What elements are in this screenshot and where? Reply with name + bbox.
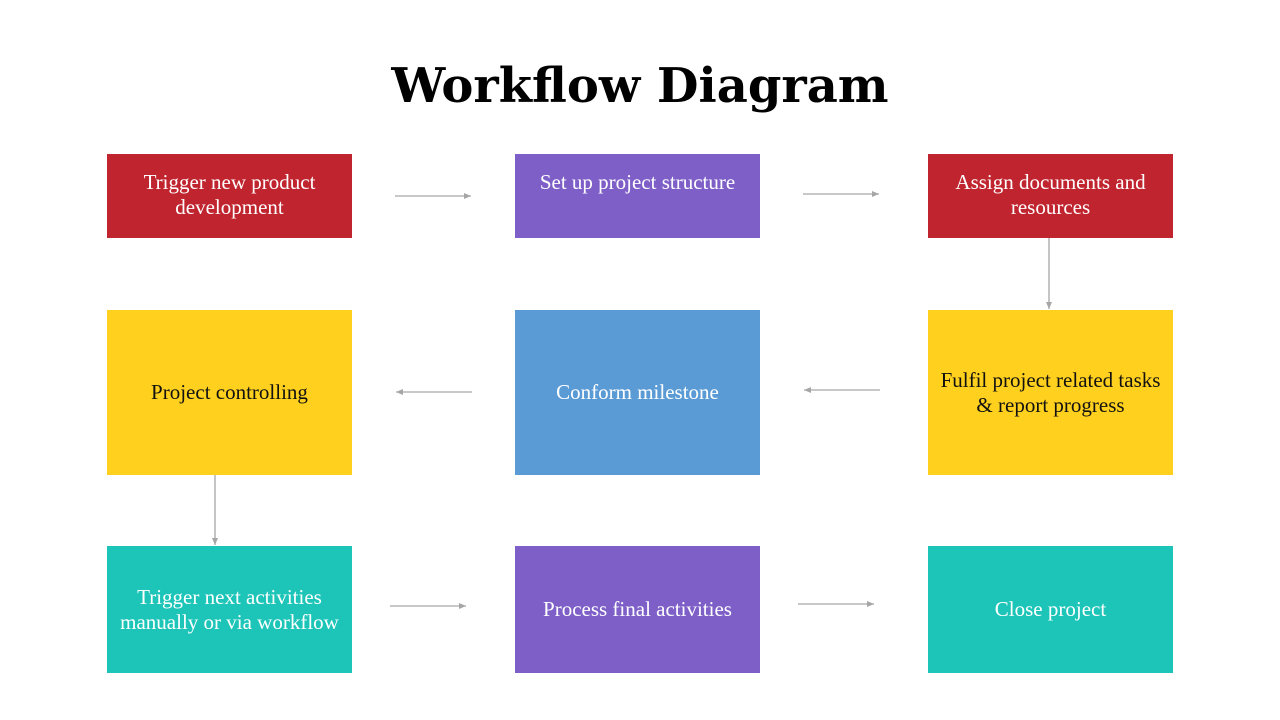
step-set-up-project-structure: Set up project structure	[515, 154, 760, 238]
step-label: Process final activities	[543, 597, 732, 621]
step-label: Close project	[994, 597, 1107, 621]
step-conform-milestone: Conform milestone	[515, 310, 760, 475]
step-trigger-new-product: Trigger new product development	[107, 154, 352, 238]
step-label: Conform milestone	[556, 380, 719, 404]
step-trigger-next-activities: Trigger next activities manually or via …	[107, 546, 352, 673]
step-label: Trigger new product development	[143, 170, 316, 219]
step-close-project: Close project	[928, 546, 1173, 673]
step-label: Set up project structure	[539, 170, 736, 194]
step-assign-documents: Assign documents and resources	[928, 154, 1173, 238]
step-label: Trigger next activities manually or via …	[120, 584, 339, 634]
step-label: Project controlling	[151, 380, 308, 404]
step-label: Fulfil project related tasks & report pr…	[940, 367, 1161, 417]
step-process-final-activities: Process final activities	[515, 546, 760, 673]
step-label: Assign documents and resources	[955, 170, 1146, 219]
page-title: Workflow Diagram	[391, 58, 889, 114]
step-fulfil-tasks: Fulfil project related tasks & report pr…	[928, 310, 1173, 475]
step-project-controlling: Project controlling	[107, 310, 352, 475]
